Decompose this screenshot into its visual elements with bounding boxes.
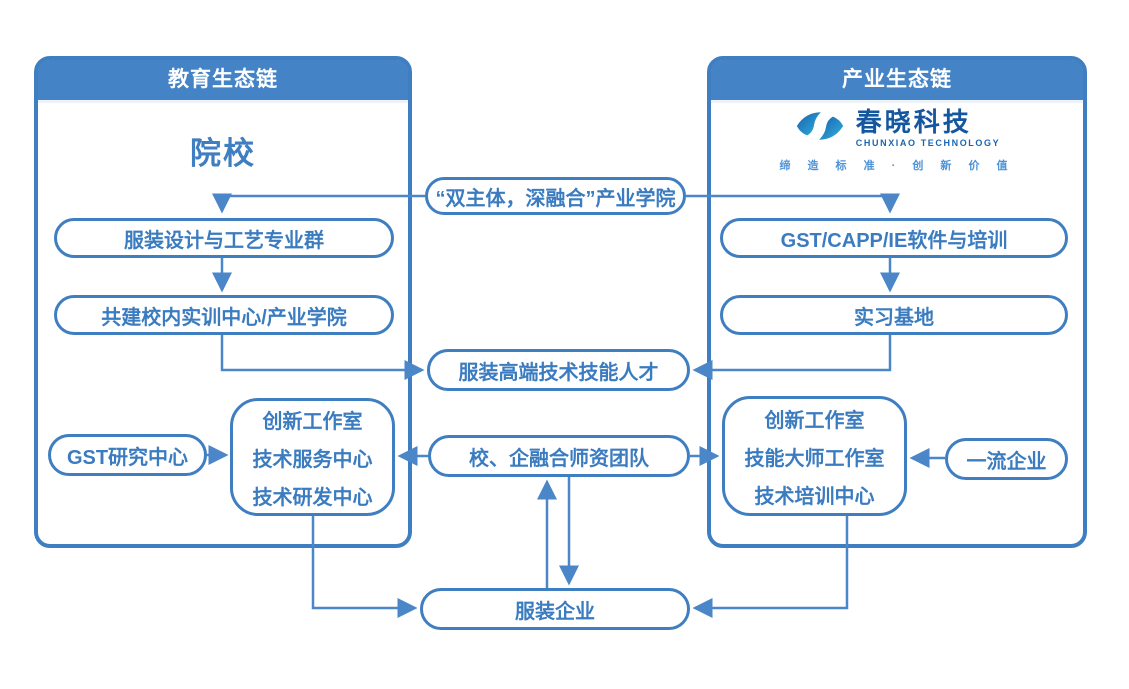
node-left-workstations: 创新工作室 技术服务中心 技术研发中心 (230, 398, 395, 516)
logo-name-en: CHUNXIAO TECHNOLOGY (855, 138, 1001, 148)
chunxiao-logo-icon (794, 108, 846, 149)
node-garment-enterprise: 服装企业 (420, 588, 690, 630)
right-workstations-line1: 创新工作室 (764, 409, 865, 432)
left-workstations-line1: 创新工作室 (262, 410, 363, 433)
college-title: 院校 (190, 136, 256, 171)
node-internship-base: 实习基地 (720, 295, 1068, 335)
logo-name-cn: 春晓科技 (855, 107, 972, 137)
right-workstations-line2: 技能大师工作室 (744, 447, 885, 470)
left-workstations-line3: 技术研发中心 (252, 486, 373, 509)
left-workstations-line2: 技术服务中心 (252, 448, 373, 471)
node-gst-research-center: GST研究中心 (48, 434, 207, 476)
node-training-center: 共建校内实训中心/产业学院 (54, 295, 394, 335)
industry-chain-header: 产业生态链 (711, 60, 1083, 103)
right-workstations-line3: 技术培训中心 (754, 485, 875, 508)
chunxiao-logo: 春晓科技 CHUNXIAO TECHNOLOGY 缔 造 标 准 · 创 新 价… (707, 108, 1087, 173)
node-right-workstations: 创新工作室 技能大师工作室 技术培训中心 (722, 396, 907, 516)
education-chain-header: 教育生态链 (38, 60, 408, 103)
node-major-group: 服装设计与工艺专业群 (54, 218, 394, 258)
node-talent: 服装高端技术技能人才 (427, 349, 690, 391)
node-elite-enterprise: 一流企业 (945, 438, 1068, 480)
node-teacher-team: 校、企融合师资团队 (428, 435, 690, 477)
node-software-training: GST/CAPP/IE软件与培训 (720, 218, 1068, 258)
node-industry-college: “双主体，深融合”产业学院 (425, 177, 686, 215)
logo-tagline: 缔 造 标 准 · 创 新 价 值 (779, 160, 1015, 172)
